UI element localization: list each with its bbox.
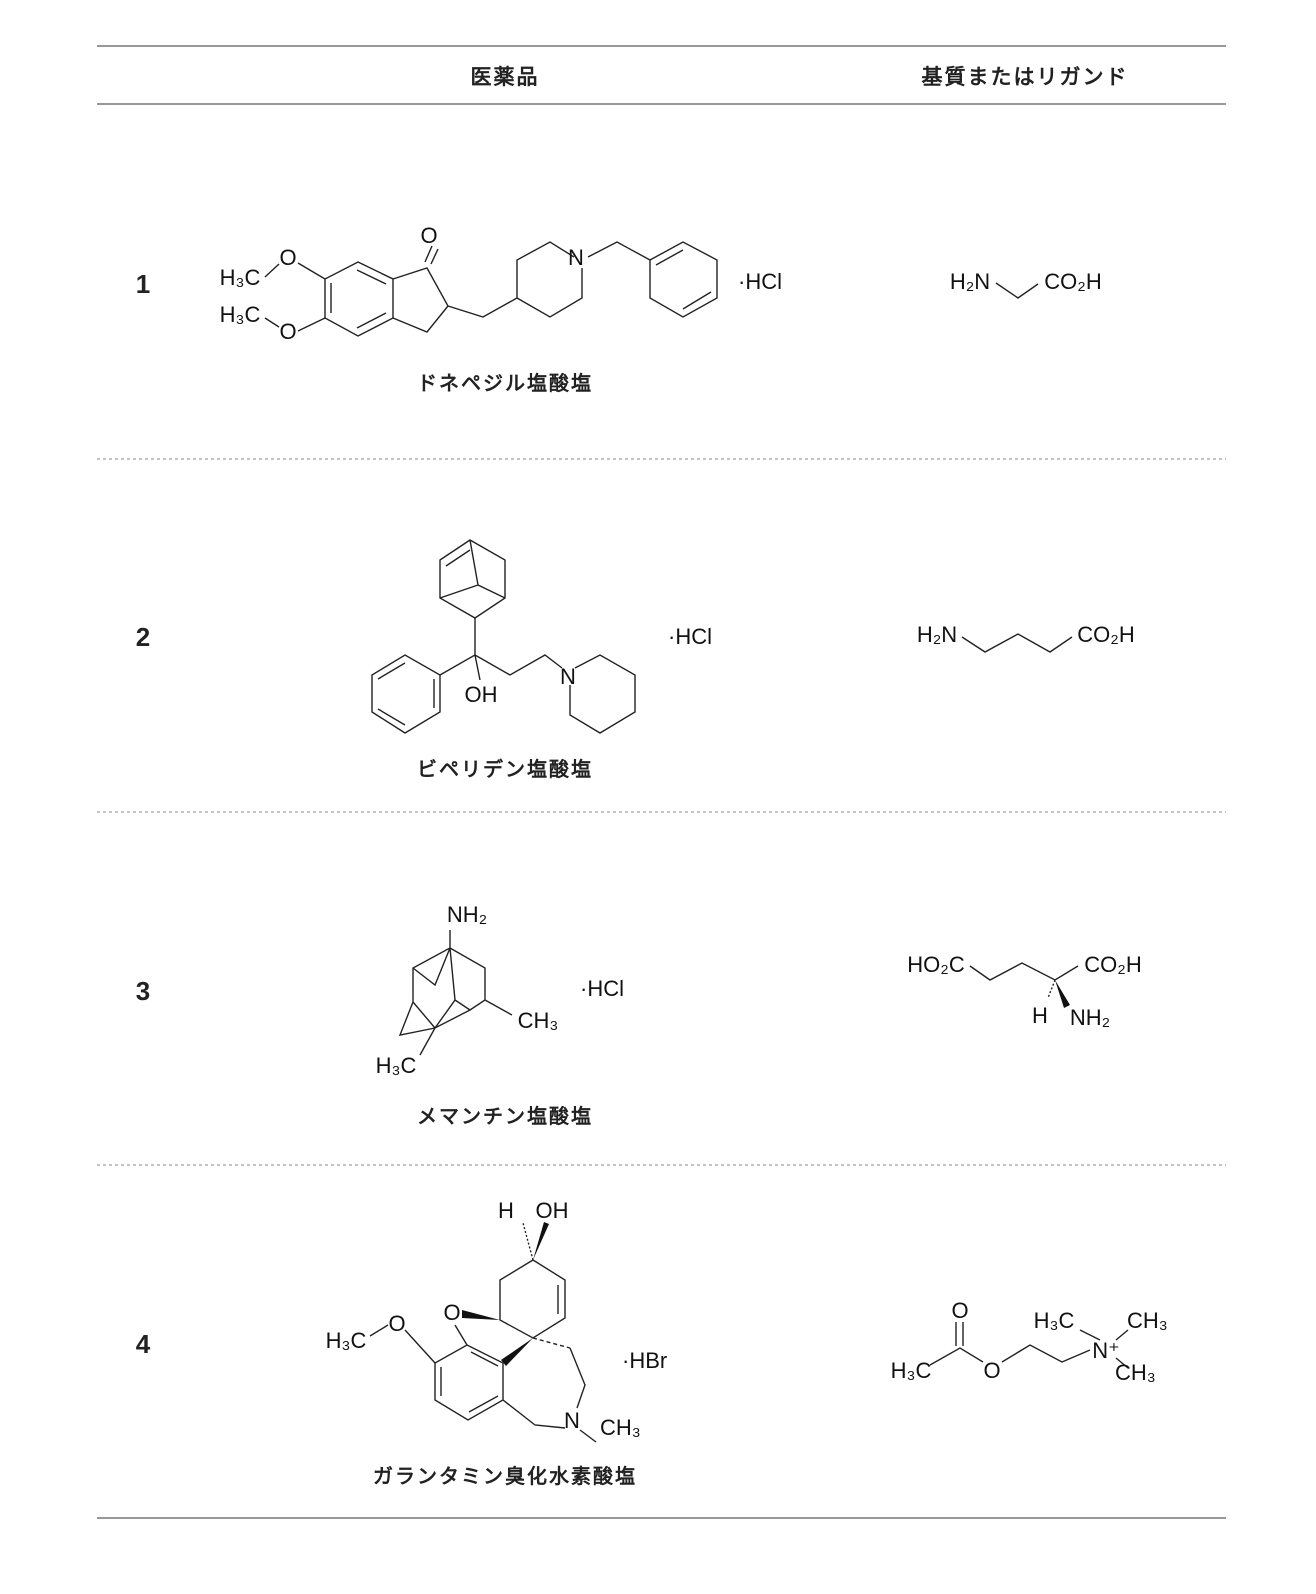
glycine-structure: H₂N CO₂H [950, 269, 1102, 299]
salt-label: ·HCl [580, 976, 624, 1001]
atom-label: CO₂H [1084, 952, 1141, 977]
row-number: 1 [136, 269, 150, 299]
drug-name: メマンチン塩酸塩 [417, 1104, 593, 1128]
row-number: 2 [136, 622, 150, 652]
gaba-structure: H₂N CO₂H [917, 622, 1135, 653]
atom-label: H₃C [1034, 1308, 1075, 1333]
atom-label: H₂N [950, 269, 990, 294]
row-number: 3 [136, 976, 150, 1006]
atom-label: O [279, 245, 296, 270]
salt-label: ·HBr [622, 1348, 667, 1373]
salt-label: ·HCl [668, 624, 712, 649]
atom-label: H₃C [376, 1053, 417, 1078]
atom-label: O [443, 1300, 460, 1325]
galantamine-structure: H OH O O H₃C N CH₃ [326, 1198, 641, 1443]
atom-label: NH₂ [447, 902, 487, 927]
atom-label: H₂N [917, 622, 957, 647]
atom-label: N [560, 664, 576, 689]
salt-label: ·HCl [738, 269, 782, 294]
acetylcholine-structure: H₃C O O N⁺ H₃C CH₃ CH₃ [891, 1298, 1168, 1385]
atom-label: O [951, 1298, 968, 1323]
atom-label: N [568, 245, 584, 270]
atom-label: N [564, 1408, 580, 1433]
drug-name: ビペリデン塩酸塩 [417, 757, 593, 781]
atom-label: NH₂ [1070, 1005, 1110, 1030]
atom-label: N⁺ [1092, 1338, 1120, 1363]
row-number: 4 [136, 1329, 151, 1359]
atom-label: O [279, 319, 296, 344]
memantine-structure: NH₂ CH₃ H₃C [376, 902, 559, 1078]
atom-label: CH₃ [518, 1008, 559, 1033]
atom-label: O [388, 1311, 405, 1336]
drug-name: ガランタミン臭化水素酸塩 [373, 1464, 637, 1488]
donepezil-structure: O O O H₃C H₃C N [220, 223, 718, 344]
atom-label: CO₂H [1044, 269, 1101, 294]
drug-name: ドネペジル塩酸塩 [417, 371, 593, 395]
atom-label: HO₂C [907, 952, 965, 977]
atom-label: O [983, 1358, 1000, 1383]
atom-label: H [498, 1198, 514, 1223]
atom-label: CH₃ [600, 1415, 641, 1440]
header-ligand: 基質またはリガンド [922, 65, 1129, 89]
header-drug: 医薬品 [471, 65, 540, 89]
atom-label: H [1032, 1003, 1048, 1028]
biperiden-structure: OH N [371, 539, 636, 734]
atom-label: O [420, 223, 437, 248]
atom-label: CH₃ [1115, 1360, 1156, 1385]
wedge-bond [1055, 980, 1070, 1008]
atom-label: H₃C [220, 302, 261, 327]
glutamate-structure: HO₂C CO₂H H NH₂ [907, 952, 1141, 1030]
atom-label: OH [536, 1198, 569, 1223]
atom-label: H₃C [891, 1358, 932, 1383]
atom-label: H₃C [220, 265, 261, 290]
atom-label: CH₃ [1127, 1308, 1168, 1333]
atom-label: CO₂H [1077, 622, 1134, 647]
atom-label: H₃C [326, 1328, 367, 1353]
atom-label: OH [465, 682, 498, 707]
